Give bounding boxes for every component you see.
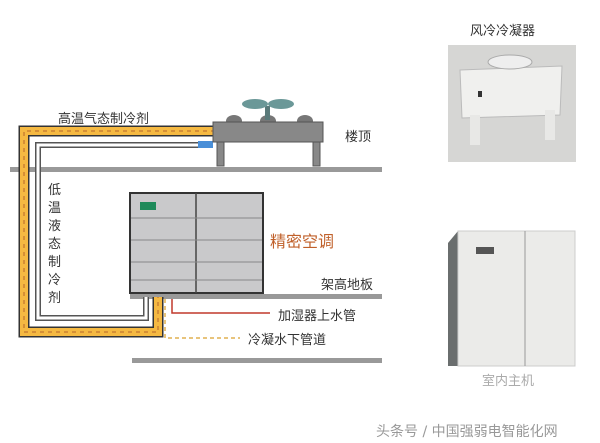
hot-gas-label: 高温气态制冷剂	[58, 112, 150, 127]
ground-line	[132, 358, 382, 363]
condenser-caption: 风冷冷凝器	[470, 24, 536, 39]
condenser-photo	[448, 45, 576, 162]
cold-liquid-label: 低温液态制冷剂	[48, 183, 62, 306]
drain-pipe	[164, 299, 240, 339]
unit-label: 精密空调	[270, 232, 335, 251]
drain-pipe-label: 冷凝水下管道	[248, 333, 327, 348]
fan-icon	[242, 99, 268, 109]
indoor-unit-photo	[448, 230, 576, 367]
watermark: 头条号 / 中国强弱电智能化网	[376, 424, 558, 440]
roof-line	[10, 167, 382, 172]
roof-label: 楼顶	[345, 130, 372, 145]
precision-ac-unit	[129, 192, 264, 294]
condenser-unit	[212, 99, 324, 167]
raised-floor-label: 架高地板	[321, 278, 374, 293]
raised-floor-line	[130, 294, 382, 299]
indoor-caption: 室内主机	[482, 374, 535, 389]
humidifier-pipe-label: 加湿器上水管	[278, 309, 357, 324]
humidifier-pipe	[171, 299, 270, 314]
